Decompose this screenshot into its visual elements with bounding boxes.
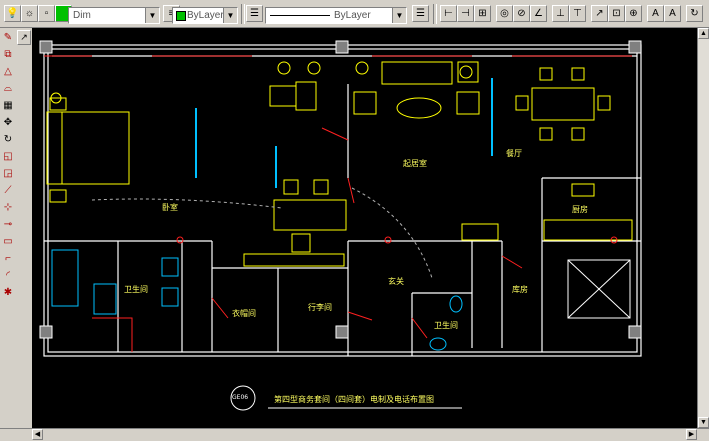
room-label-bath-left: 卫生间 bbox=[124, 285, 148, 294]
dim-aligned-icon[interactable]: ⊣ bbox=[457, 5, 474, 22]
color-dropdown[interactable]: ByLayer ▼ bbox=[172, 7, 238, 24]
dim-baseline-icon[interactable]: ⊥ bbox=[552, 5, 569, 22]
scroll-left-icon[interactable]: ◀ bbox=[32, 429, 43, 440]
chevron-down-icon[interactable]: ▼ bbox=[223, 8, 237, 23]
columns bbox=[39, 40, 642, 339]
lightbulb-icon[interactable]: 💡 bbox=[4, 5, 21, 22]
dim-center-icon[interactable]: ⊕ bbox=[625, 5, 642, 22]
trim-icon[interactable]: ⊹ bbox=[3, 202, 13, 213]
dim-update-icon[interactable]: ↻ bbox=[686, 5, 703, 22]
room-label-kitchen: 厨房 bbox=[572, 205, 588, 214]
toolbar-separator bbox=[433, 4, 437, 24]
wiring-arcs bbox=[91, 187, 433, 279]
explode-icon[interactable]: ✱ bbox=[3, 287, 13, 298]
object-snap-toolbar: ↗ bbox=[16, 28, 32, 428]
break-icon[interactable]: ▭ bbox=[3, 236, 13, 247]
dim-text-edit-icon[interactable]: A bbox=[664, 5, 681, 22]
scroll-down-icon[interactable]: ▼ bbox=[698, 417, 709, 428]
scale-icon[interactable]: ◱ bbox=[3, 151, 13, 162]
electric-symbols bbox=[44, 55, 632, 352]
bed bbox=[46, 97, 130, 203]
dim-edit-icon[interactable]: A bbox=[647, 5, 664, 22]
chevron-down-icon[interactable]: ▼ bbox=[392, 8, 406, 23]
chamfer-icon[interactable]: ⌐ bbox=[5, 253, 11, 264]
lock-icon[interactable]: ▫ bbox=[38, 5, 55, 22]
sun-icon[interactable]: ☼ bbox=[21, 5, 38, 22]
desk bbox=[243, 179, 347, 267]
rotate-icon[interactable]: ↻ bbox=[3, 134, 13, 145]
fillet-icon[interactable]: ◜ bbox=[6, 270, 10, 281]
chevron-down-icon[interactable]: ▼ bbox=[145, 8, 159, 23]
copy-icon[interactable]: ⧉ bbox=[4, 49, 12, 60]
living-furniture bbox=[269, 61, 480, 119]
dim-radius-icon[interactable]: ◎ bbox=[496, 5, 513, 22]
elevator-shaft bbox=[567, 259, 631, 319]
room-label-dining: 餐厅 bbox=[506, 149, 522, 158]
room-label-closet: 衣帽间 bbox=[232, 309, 256, 318]
title-block bbox=[230, 385, 462, 411]
dim-angular-icon[interactable]: ∠ bbox=[530, 5, 547, 22]
color-swatch-icon bbox=[176, 11, 186, 21]
extend-icon[interactable]: ⊸ bbox=[3, 219, 13, 230]
floor-plan-drawing bbox=[39, 40, 642, 411]
snap-from-icon[interactable]: ↗ bbox=[17, 30, 31, 45]
room-label-living: 起居室 bbox=[403, 159, 427, 168]
windows bbox=[195, 78, 493, 188]
drawing-canvas[interactable]: 起居室 餐厅 卧室 厨房 卫生间 衣帽间 行李间 玄关 卫生间 库房 GE06 … bbox=[32, 28, 697, 428]
offset-icon[interactable]: ⌓ bbox=[4, 83, 12, 94]
toolbar-separator bbox=[241, 4, 245, 24]
kitchen-counter bbox=[461, 183, 633, 241]
modify-toolbar: ✎ ⧉ △ ⌓ ▦ ✥ ↻ ◱ ◲ ⟋ ⊹ ⊸ ▭ ⌐ ◜ ✱ bbox=[0, 28, 17, 428]
linetype-icon[interactable]: ☰ bbox=[246, 5, 263, 22]
dim-diameter-icon[interactable]: ⊘ bbox=[513, 5, 530, 22]
dim-continue-icon[interactable]: ⊤ bbox=[569, 5, 586, 22]
dining-furniture bbox=[515, 67, 611, 141]
stretch-icon[interactable]: ◲ bbox=[3, 168, 13, 179]
layer-dropdown[interactable]: Dim ▼ bbox=[68, 7, 160, 24]
top-toolbar: 💡 ☼ ▫ Dim ▼ ≡ ByLayer ▼ ☰ ByLayer ▼ ☰ ⊢ … bbox=[0, 0, 709, 28]
vertical-scrollbar[interactable]: ▲ ▼ bbox=[697, 28, 709, 428]
dim-tolerance-icon[interactable]: ⊡ bbox=[608, 5, 625, 22]
dim-linear-icon[interactable]: ⊢ bbox=[440, 5, 457, 22]
horizontal-scrollbar[interactable]: ◀ ▶ bbox=[0, 428, 709, 441]
drawing-title: 第四型商务套间（四间套）电制及电话布置图 bbox=[274, 395, 434, 404]
light-fixtures bbox=[50, 61, 473, 104]
room-label-foyer: 玄关 bbox=[388, 277, 404, 286]
bath-fixtures bbox=[51, 249, 463, 351]
room-label-bath-right: 卫生间 bbox=[434, 321, 458, 330]
room-label-pantry: 库房 bbox=[512, 285, 528, 294]
lineweight-icon[interactable]: ☰ bbox=[412, 5, 429, 22]
dim-leader-icon[interactable]: ↗ bbox=[591, 5, 608, 22]
move-icon[interactable]: ✥ bbox=[3, 117, 13, 128]
room-label-bedroom: 卧室 bbox=[162, 203, 178, 212]
line-sample-icon bbox=[270, 15, 330, 16]
room-label-luggage: 行李间 bbox=[308, 303, 332, 312]
drawing-code: GE06 bbox=[232, 394, 249, 401]
array-icon[interactable]: ▦ bbox=[3, 100, 13, 111]
linetype-dropdown[interactable]: ByLayer ▼ bbox=[265, 7, 407, 24]
dim-ordinate-icon[interactable]: ⊞ bbox=[474, 5, 491, 22]
scroll-up-icon[interactable]: ▲ bbox=[698, 28, 709, 39]
mirror-icon[interactable]: △ bbox=[4, 66, 12, 77]
lengthen-icon[interactable]: ⟋ bbox=[4, 185, 12, 196]
scroll-right-icon[interactable]: ▶ bbox=[686, 429, 697, 440]
erase-icon[interactable]: ✎ bbox=[3, 32, 13, 43]
